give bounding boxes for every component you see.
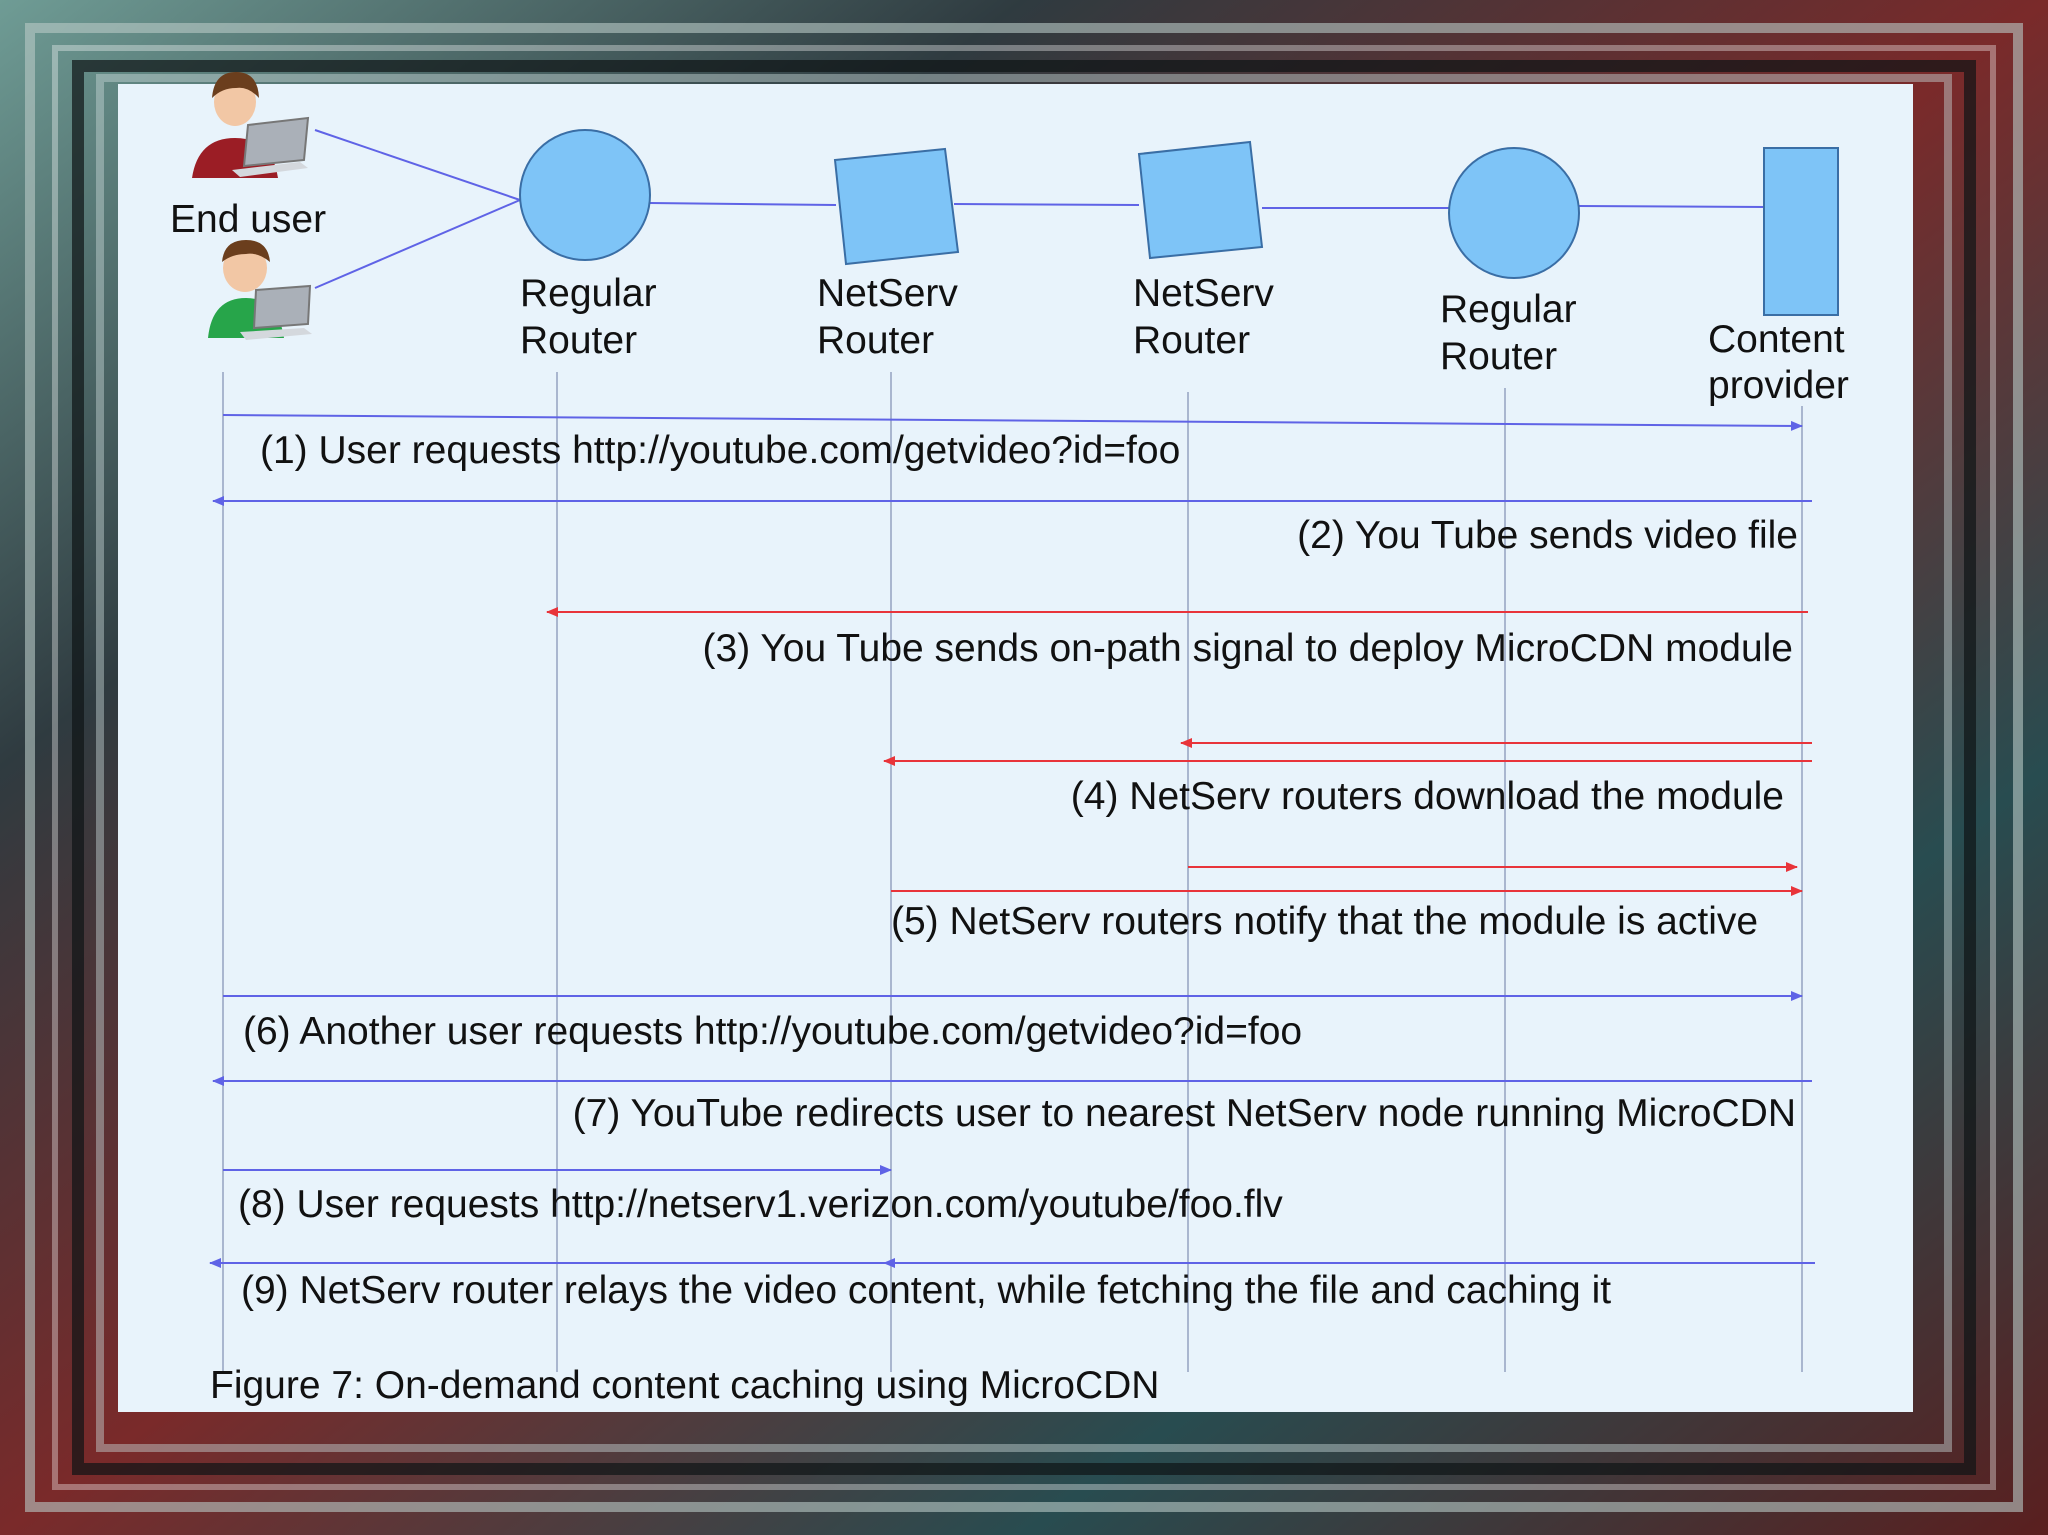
message-5-label: (5) NetServ routers notify that the modu… (891, 900, 1758, 943)
regular-router-2-label: Regular (1440, 288, 1577, 331)
message-7-label: (7) YouTube redirects user to nearest Ne… (573, 1092, 1796, 1135)
regular-router-1-label: Router (520, 319, 637, 362)
user-icon-2 (208, 240, 312, 340)
nodes (519, 129, 1839, 316)
message-2-label: (2) You Tube sends video file (1297, 514, 1798, 557)
content-provider-shape (1763, 147, 1839, 316)
message-3-label: (3) You Tube sends on-path signal to dep… (703, 627, 1793, 670)
diagram-panel (118, 84, 1913, 1412)
regular-router-2-label: Router (1440, 335, 1557, 378)
arrow-1 (222, 414, 1803, 431)
message-1-label: (1) User requests http://youtube.com/get… (260, 429, 1180, 472)
content-provider-label: Content (1708, 318, 1845, 361)
regular-router-1-shape (519, 129, 651, 261)
lifelines (222, 372, 1803, 1372)
user-icon-1 (192, 72, 310, 178)
figure-caption: Figure 7: On-demand content caching usin… (210, 1364, 1159, 1407)
message-4-label: (4) NetServ routers download the module (1071, 775, 1784, 818)
netserv-router-2-label: Router (1133, 319, 1250, 362)
content-provider-label: provider (1708, 364, 1849, 407)
regular-router-2-shape (1448, 147, 1580, 279)
end-user-label: End user (170, 198, 326, 241)
netserv-router-2-label: NetServ (1133, 272, 1274, 315)
message-arrows (209, 414, 1815, 1268)
netserv-router-2-shape (1137, 140, 1264, 260)
netserv-router-1-label: NetServ (817, 272, 958, 315)
netserv-router-1-label: Router (817, 319, 934, 362)
message-9-label: (9) NetServ router relays the video cont… (241, 1269, 1611, 1312)
regular-router-1-label: Regular (520, 272, 657, 315)
message-6-label: (6) Another user requests http://youtube… (243, 1010, 1302, 1053)
netserv-router-1-shape (833, 147, 960, 266)
topology-links (314, 129, 1767, 289)
message-8-label: (8) User requests http://netserv1.verizo… (238, 1183, 1283, 1226)
